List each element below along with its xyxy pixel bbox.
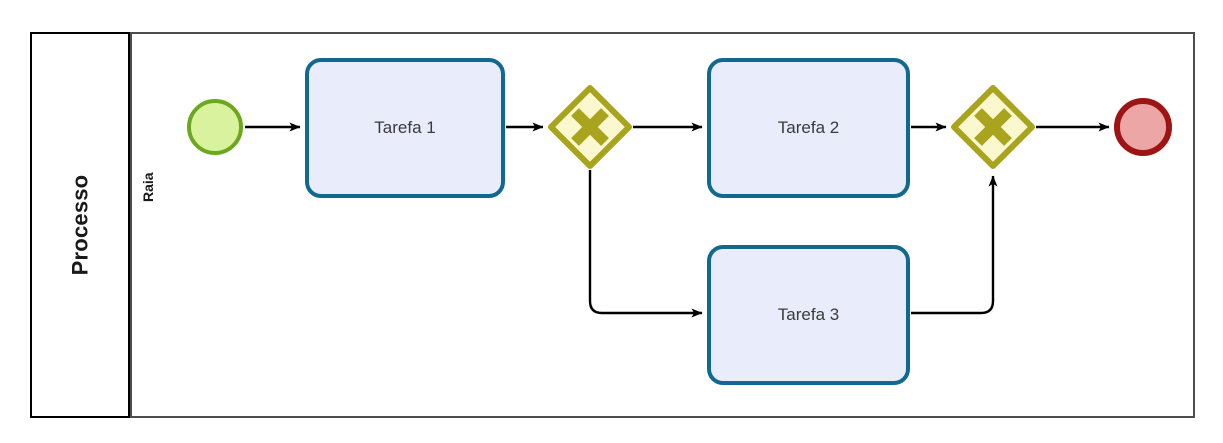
task-tarefa-3[interactable]: Tarefa 3 — [707, 245, 910, 385]
end-event[interactable] — [1114, 98, 1172, 156]
task-3-label: Tarefa 3 — [777, 305, 840, 324]
pool-header[interactable]: Processo — [30, 32, 130, 418]
exclusive-gateway-merge-icon[interactable] — [951, 85, 1035, 169]
lane-title: Raia — [140, 172, 156, 202]
start-event[interactable] — [187, 99, 243, 155]
exclusive-gateway-split-icon[interactable] — [548, 85, 632, 169]
task-tarefa-2[interactable]: Tarefa 2 — [707, 58, 910, 198]
pool-title: Processo — [67, 174, 92, 276]
task-tarefa-1[interactable]: Tarefa 1 — [305, 58, 505, 198]
task-2-label: Tarefa 2 — [777, 118, 840, 137]
task-1-label: Tarefa 1 — [374, 118, 436, 137]
lane-raia[interactable]: Raia — [130, 32, 1195, 418]
